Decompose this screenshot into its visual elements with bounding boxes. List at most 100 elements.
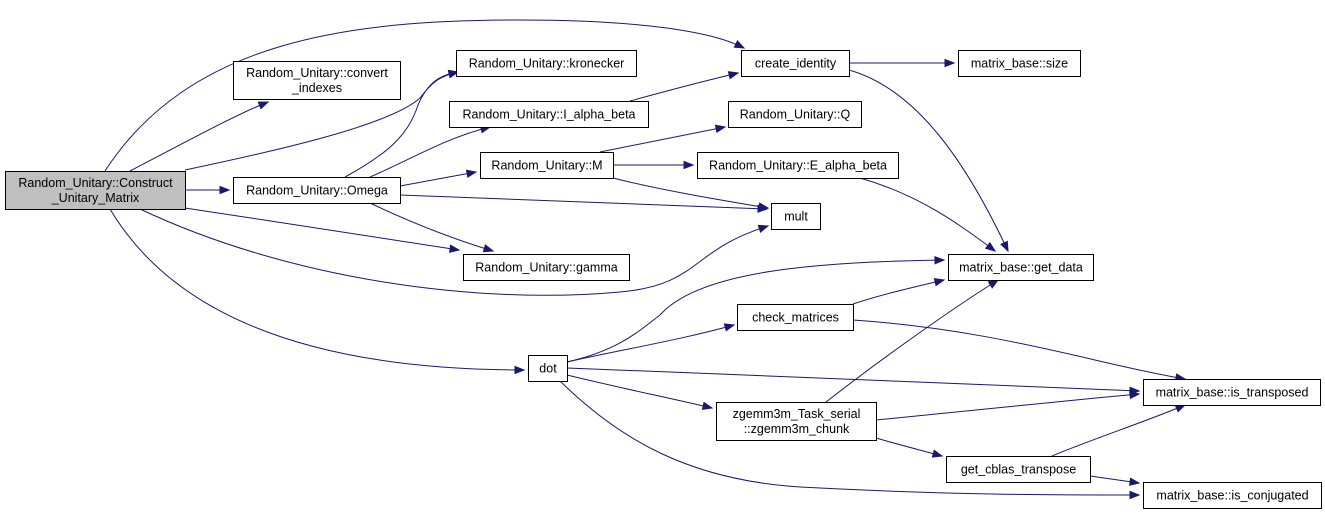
edge-M-to-ealpha: [613, 160, 695, 170]
node-get-data[interactable]: matrix_base::get_data: [948, 254, 1094, 281]
edge-construct-to-create_identity: [104, 19, 746, 172]
edge-get_cblas-to-is_conjugated: [1089, 475, 1141, 486]
edge-dot-to-check_matrices: [566, 323, 736, 363]
node-omega[interactable]: Random_Unitary::Omega: [233, 177, 401, 204]
edge-line: [852, 279, 945, 305]
node-label: Random_Unitary::M: [491, 159, 602, 173]
node-box: [463, 254, 630, 281]
edge-M-to-mult: [612, 177, 770, 211]
node-is-conjugated[interactable]: matrix_base::is_conjugated: [1143, 482, 1322, 509]
arrowhead-icon: [1000, 240, 1009, 253]
edge-zgemm-to-get_cblas: [875, 437, 944, 458]
edge-omega-to-M: [399, 169, 478, 187]
node-box: [737, 304, 854, 331]
node-get-cblas[interactable]: get_cblas_transpose: [946, 456, 1091, 483]
edge-line: [139, 208, 769, 296]
node-label: matrix_base::is_transposed: [1156, 386, 1309, 400]
node-box: [480, 152, 614, 179]
arrowhead-icon: [482, 244, 495, 253]
node-convert[interactable]: Random_Unitary::convert_indexes: [233, 61, 401, 100]
node-label: matrix_base::is_conjugated: [1156, 489, 1308, 503]
edge-line: [184, 71, 459, 171]
node-box: [716, 402, 877, 441]
edge-line: [566, 367, 1140, 392]
node-box: [449, 101, 649, 128]
node-label: Random_Unitary::convert: [246, 66, 388, 80]
node-is-transposed[interactable]: matrix_base::is_transposed: [1143, 379, 1321, 406]
edge-M-to-Q: [599, 124, 727, 153]
arrowhead-icon: [1129, 390, 1141, 400]
node-construct[interactable]: Random_Unitary::Construct_Unitary_Matrix: [5, 171, 186, 210]
node-create-identity[interactable]: create_identity: [741, 50, 850, 77]
node-ealpha[interactable]: Random_Unitary::E_alpha_beta: [697, 152, 899, 179]
arrowhead-icon: [944, 58, 956, 68]
node-label: zgemm3m_Task_serial: [733, 407, 861, 421]
edge-omega-to-mult: [399, 194, 769, 213]
node-label: mult: [784, 210, 808, 224]
edge-line: [104, 19, 745, 172]
edge-line: [612, 177, 769, 209]
edge-dot-to-zgemm: [566, 374, 714, 410]
node-box: [456, 50, 637, 77]
edge-construct-to-gamma: [184, 207, 461, 253]
node-label: Random_Unitary::kronecker: [469, 57, 625, 71]
edge-construct-to-mult: [139, 208, 770, 296]
node-box: [946, 456, 1091, 483]
node-check-matrices[interactable]: check_matrices: [737, 304, 854, 331]
arrowhead-icon: [727, 71, 740, 80]
edge-get_cblas-to-is_transposed: [1051, 404, 1187, 457]
node-box: [233, 177, 401, 204]
edge-line: [1051, 404, 1186, 457]
edge-line: [852, 319, 1186, 380]
edge-line: [399, 171, 477, 187]
edge-check_matrices-to-get_data: [852, 278, 946, 305]
arrowhead-icon: [465, 169, 478, 178]
arrowhead-icon: [1174, 404, 1187, 413]
arrowhead-icon: [757, 224, 770, 233]
arrowhead-icon: [257, 101, 270, 110]
arrowhead-icon: [987, 279, 1000, 289]
edge-dot-to-get_data: [566, 255, 946, 363]
node-gamma[interactable]: Random_Unitary::gamma: [463, 254, 630, 281]
node-label: create_identity: [755, 57, 837, 71]
arrowhead-icon: [733, 40, 746, 49]
arrowhead-icon: [931, 449, 944, 458]
node-label: dot: [539, 362, 557, 376]
edge-line: [599, 126, 726, 153]
edge-line: [566, 374, 713, 409]
edge-ealpha-to-get_data: [859, 177, 997, 252]
edge-construct-to-convert: [129, 101, 270, 172]
node-mult[interactable]: mult: [771, 203, 821, 230]
node-label: Random_Unitary::E_alpha_beta: [709, 159, 887, 173]
node-M[interactable]: Random_Unitary::M: [480, 152, 614, 179]
node-kronecker[interactable]: Random_Unitary::kronecker: [456, 50, 637, 77]
node-zgemm[interactable]: zgemm3m_Task_serial::zgemm3m_chunk: [716, 402, 877, 441]
edge-line: [859, 177, 996, 252]
edge-line: [825, 279, 999, 403]
node-box: [1143, 482, 1322, 509]
edge-line: [875, 437, 943, 457]
node-box: [958, 50, 1081, 77]
node-box: [5, 171, 186, 210]
arrowhead-icon: [683, 160, 695, 170]
edge-line: [129, 101, 269, 172]
node-box: [1143, 379, 1321, 406]
node-dot[interactable]: dot: [528, 355, 568, 382]
arrowhead-icon: [447, 69, 460, 79]
node-ialpha[interactable]: Random_Unitary::I_alpha_beta: [449, 101, 649, 128]
arrowhead-icon: [934, 255, 946, 265]
edge-omega-to-gamma: [369, 202, 495, 253]
node-label: Random_Unitary::Q: [740, 108, 851, 122]
node-Q[interactable]: Random_Unitary::Q: [728, 101, 862, 128]
edge-line: [184, 207, 460, 251]
nodes-layer: Random_Unitary::Construct_Unitary_Matrix…: [5, 50, 1322, 509]
node-box: [697, 152, 899, 179]
arrowhead-icon: [1128, 477, 1141, 486]
arrowhead-icon: [723, 323, 736, 332]
arrowhead-icon: [714, 124, 727, 134]
edge-line: [369, 126, 491, 178]
edge-line: [566, 259, 945, 363]
node-size[interactable]: matrix_base::size: [958, 50, 1081, 77]
arrowhead-icon: [1129, 490, 1141, 500]
